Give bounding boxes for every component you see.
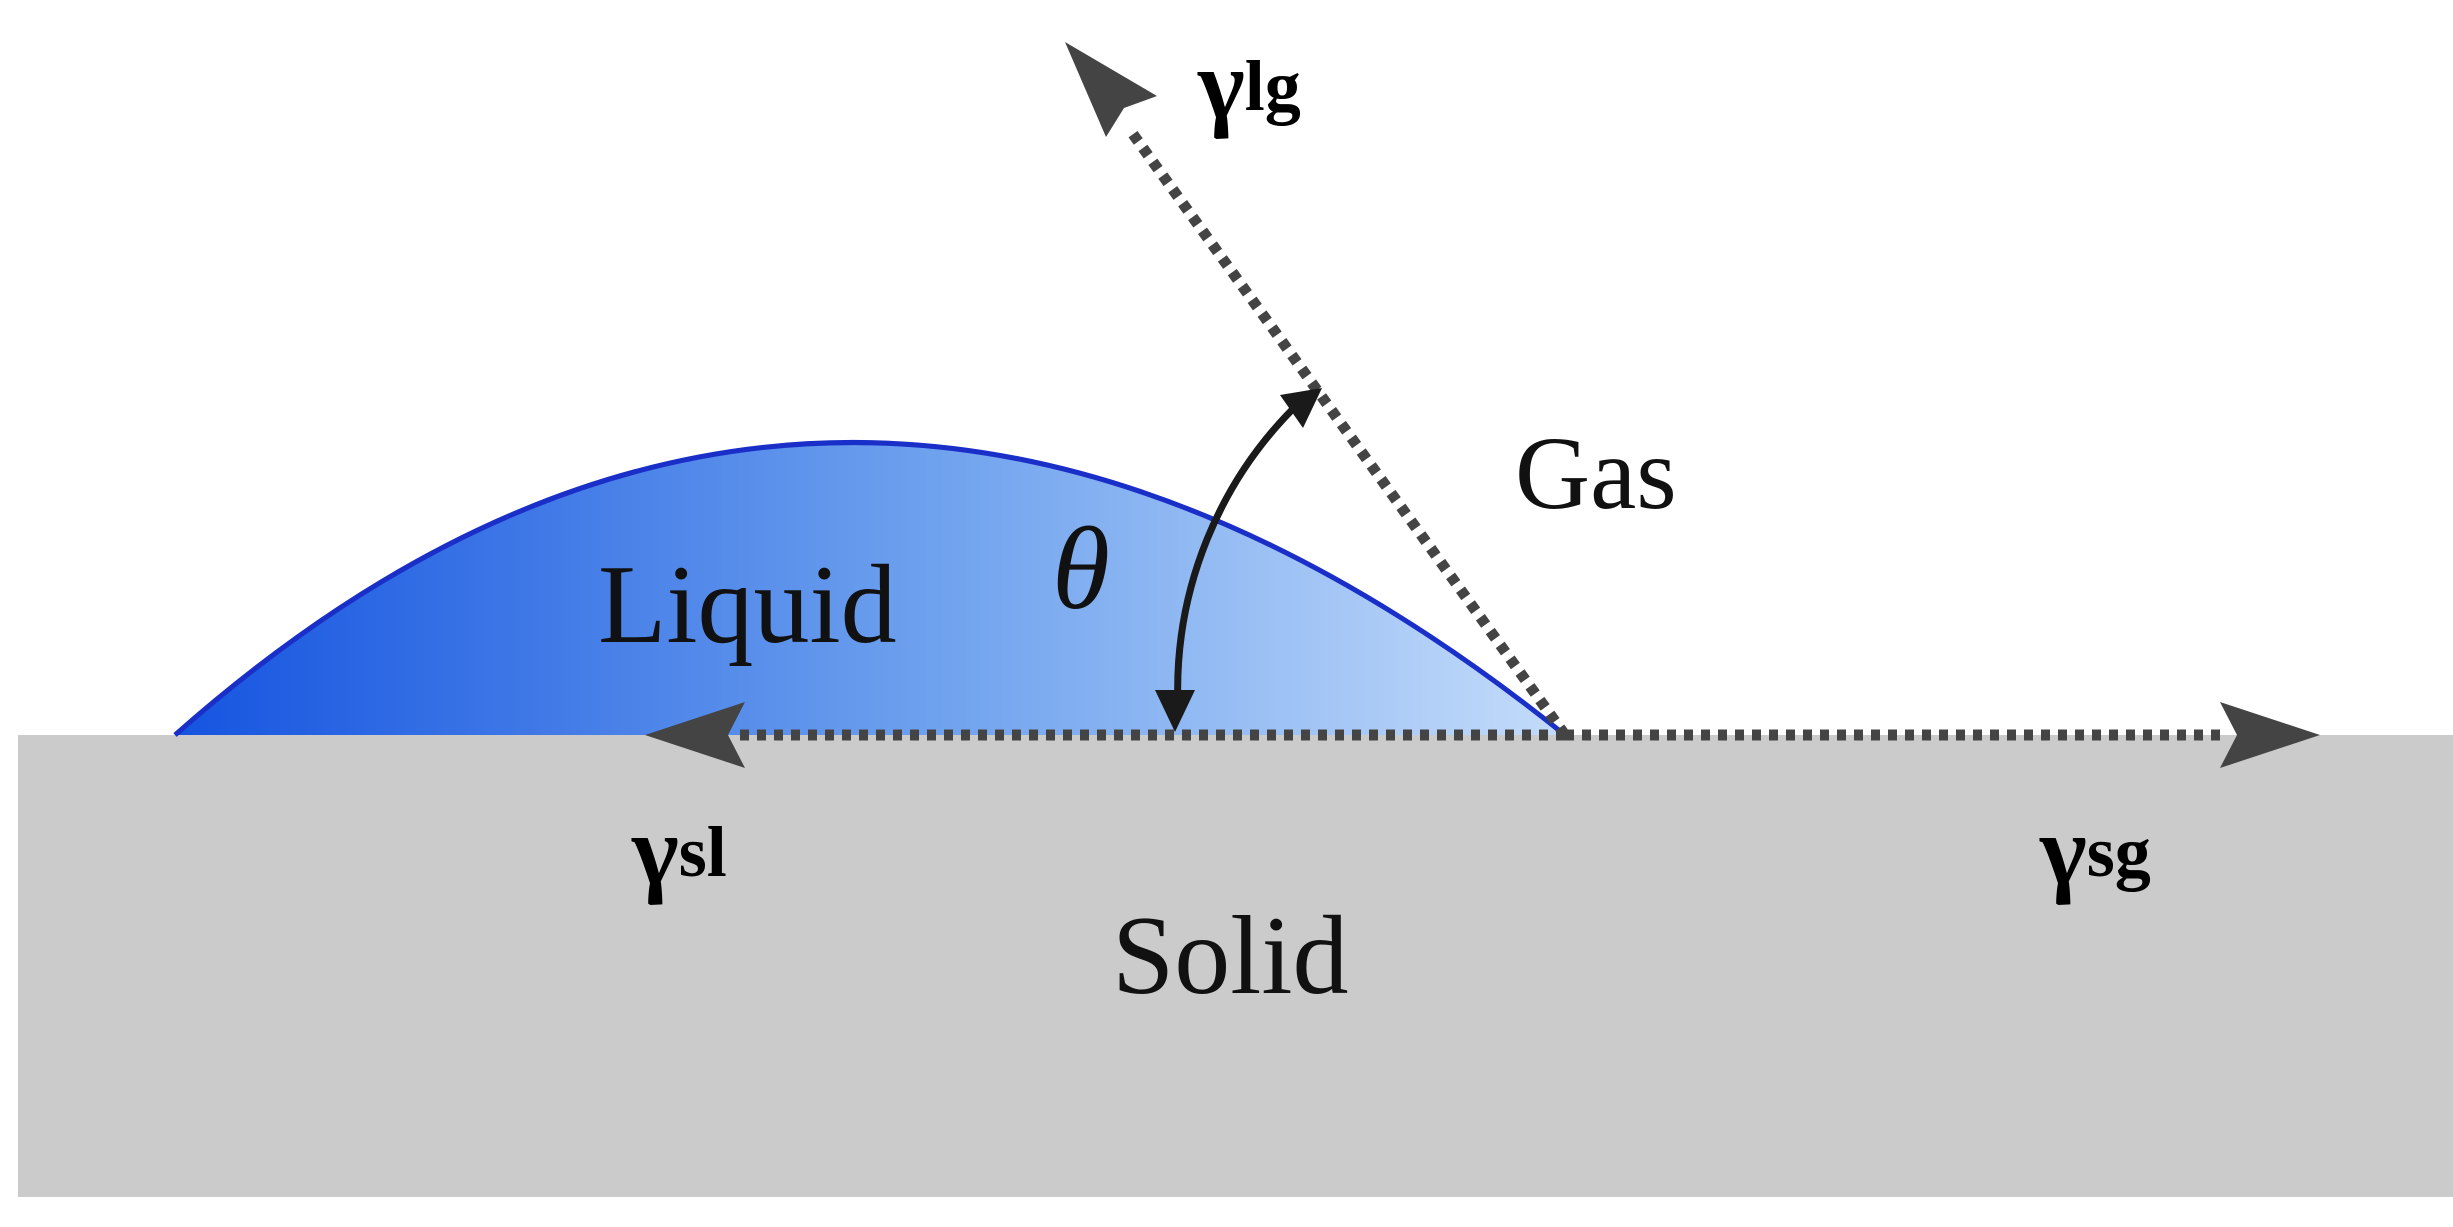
gamma-sg-label: γsg xyxy=(2039,795,2151,906)
gamma-lg-arrowhead xyxy=(1065,42,1157,137)
gamma-sl-arrowhead xyxy=(645,702,745,768)
gamma-sl-label: γsl xyxy=(631,795,727,906)
gamma-lg-symbol: γ xyxy=(1197,29,1245,140)
gamma-lg-label: γlg xyxy=(1197,29,1301,140)
droplet-edge xyxy=(173,440,1567,737)
angle-arc-arrowhead-bottom xyxy=(1155,690,1195,732)
solid-substrate xyxy=(18,735,2453,1197)
gamma-sl-symbol: γ xyxy=(631,795,679,906)
theta-label: θ xyxy=(1052,503,1110,634)
solid-label: Solid xyxy=(1112,894,1349,1018)
angle-arc-arrowhead-top xyxy=(1280,388,1322,428)
liquid-droplet xyxy=(175,442,1565,735)
contact-angle-arc xyxy=(1174,397,1305,707)
gamma-sg-symbol: γ xyxy=(2039,795,2087,906)
gamma-lg-arrow-line xyxy=(1125,126,1570,739)
gamma-lg-subscript: lg xyxy=(1245,46,1301,126)
gas-label: Gas xyxy=(1515,416,1677,531)
gamma-sg-subscript: sg xyxy=(2087,812,2151,892)
gamma-sg-arrowhead xyxy=(2220,702,2320,768)
gamma-sl-subscript: sl xyxy=(679,812,727,892)
liquid-label: Liquid xyxy=(598,543,897,667)
